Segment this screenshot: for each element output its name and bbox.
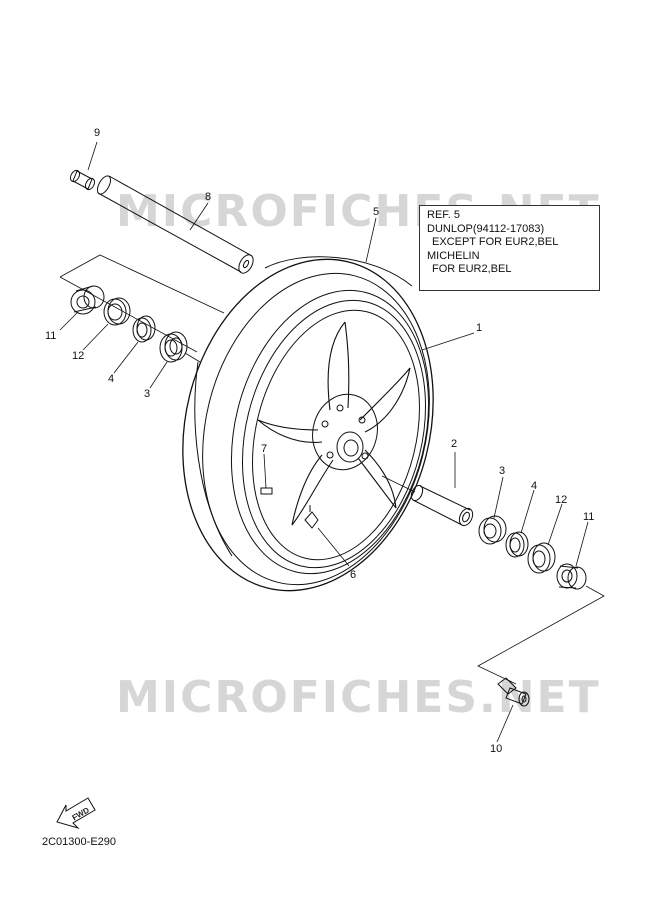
assembly-line-right-bottom	[477, 585, 605, 685]
assembly-line-right	[381, 475, 416, 493]
reference-line-dunlop: DUNLOP(94112-17083)	[427, 222, 545, 235]
callout-labels: 9 8 5 1 2 7 6 11 12 4 3 3 4 12 11 10	[45, 127, 594, 755]
callout-12-left: 12	[72, 350, 84, 362]
callout-3-left: 3	[144, 388, 150, 400]
wheel-spokes	[257, 321, 411, 526]
oil-seal-left	[103, 297, 131, 326]
callout-4-left: 4	[108, 373, 114, 385]
reference-line-michelin: MICHELIN	[427, 249, 480, 262]
callout-5: 5	[373, 206, 379, 218]
leader-lines	[59, 141, 589, 743]
callout-12-right: 12	[555, 494, 567, 506]
callout-9: 9	[94, 127, 100, 139]
balance-weight	[260, 487, 273, 495]
wheel-hub	[312, 393, 378, 471]
collar-left	[70, 285, 105, 315]
reference-line-except: EXCEPT FOR EUR2,BEL	[432, 236, 559, 248]
callout-4-right: 4	[531, 480, 537, 492]
watermark-bottom: MICROFICHES.NET	[116, 672, 601, 723]
callout-2: 2	[451, 438, 457, 450]
callout-6: 6	[350, 569, 356, 581]
air-valve	[304, 505, 319, 529]
callout-7: 7	[261, 443, 267, 455]
axle-shaft	[96, 175, 254, 274]
bearing-right	[478, 515, 507, 545]
reference-note-box: REF. 5 DUNLOP(94112-17083) EXCEPT FOR EU…	[419, 205, 600, 291]
assembly-line-left-bottom	[59, 276, 198, 353]
callout-11-left: 11	[45, 330, 56, 342]
reference-title: REF. 5	[427, 209, 461, 221]
assembly-line-left-top	[59, 254, 225, 314]
callout-10: 10	[490, 743, 502, 755]
spacer-tube	[410, 484, 474, 527]
callout-11-right: 11	[583, 511, 594, 523]
diagram-code: 2C01300-E290	[42, 836, 117, 848]
oil-seal-right	[527, 542, 556, 574]
axle-bolt	[497, 677, 530, 707]
bearing-left	[159, 331, 188, 363]
spacer-left	[132, 315, 156, 343]
callout-8: 8	[205, 191, 211, 203]
collar-right	[556, 563, 587, 590]
reference-line-for: FOR EUR2,BEL	[432, 263, 512, 275]
axle-end-cap	[69, 169, 96, 191]
tire	[182, 256, 434, 592]
callout-3-right: 3	[499, 465, 505, 477]
wheel-rim	[230, 289, 430, 575]
callout-1: 1	[476, 322, 482, 334]
forward-arrow-icon: FWD	[56, 797, 96, 830]
spacer-right	[505, 531, 529, 558]
